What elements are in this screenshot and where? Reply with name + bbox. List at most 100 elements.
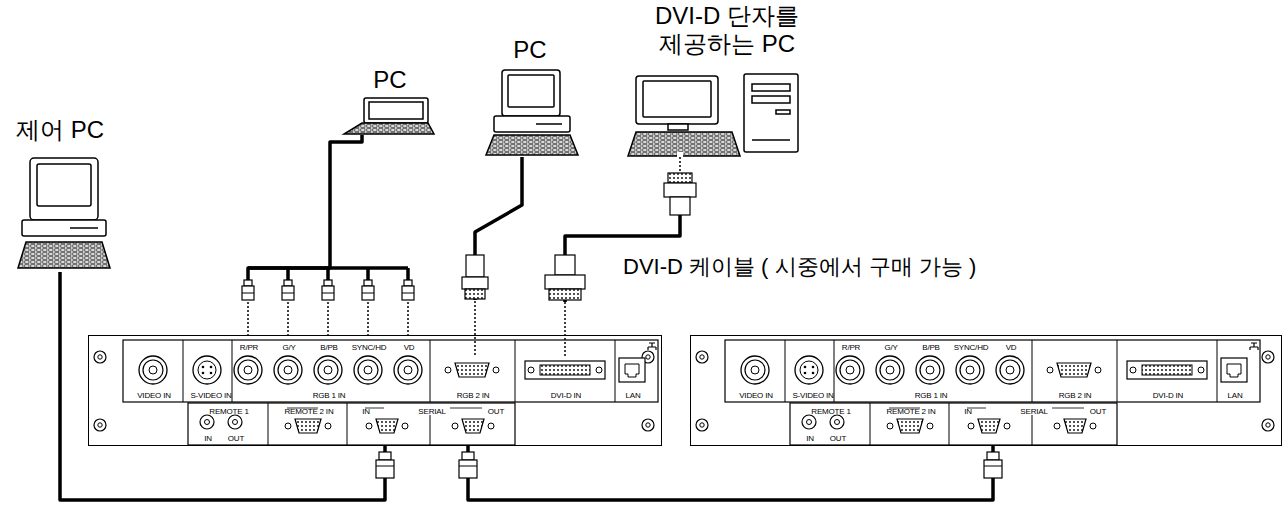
mount-hole: [1266, 355, 1270, 359]
drawing-part: [636, 76, 718, 124]
mount-hole: [1262, 351, 1274, 363]
pin: [812, 366, 815, 369]
dvi-plug: [664, 183, 696, 197]
mount-hole: [696, 351, 708, 363]
cable: [475, 157, 522, 335]
port-label: OUT: [228, 434, 244, 443]
screw: [488, 423, 494, 429]
divider: [430, 415, 431, 445]
divider: [232, 340, 233, 402]
bnc-jack: [836, 356, 864, 384]
bnc-jack: [966, 366, 974, 374]
port-label: RGB 2 IN: [1059, 391, 1092, 400]
mini-jack: [205, 420, 210, 425]
dvi-pc-icon: [628, 74, 798, 156]
bnc-jack: [324, 366, 332, 374]
port-label: RGB 2 IN: [457, 391, 490, 400]
port-label: REMOTE 2 IN: [285, 407, 334, 416]
projector-panel: R/PRG/YB/PBSYNC/HDVDVIDEO INS-VIDEO INRG…: [690, 335, 1282, 446]
dvi-plug: [670, 197, 690, 215]
port-label: REMOTE 1: [209, 407, 248, 416]
drawing-part: [508, 75, 554, 107]
port-label: OUT: [830, 434, 846, 443]
drawing-part: [18, 242, 110, 268]
mini-jack: [835, 420, 840, 425]
port-label: SERIAL: [418, 407, 445, 416]
drawing-part: [37, 164, 91, 206]
port-label: S-VIDEO IN: [190, 391, 231, 400]
serial-plug: [987, 452, 999, 460]
serial-rule: [972, 408, 986, 409]
screw: [445, 367, 451, 373]
pc-label: PC: [338, 66, 442, 94]
serial-plug: [459, 460, 477, 478]
port-label: LAN: [626, 391, 641, 400]
divider: [183, 340, 184, 402]
s-video-jack: [795, 356, 823, 384]
screw: [887, 423, 893, 429]
cable-plugs: [242, 152, 1002, 478]
insertion-line: [247, 302, 249, 338]
port-label: REMOTE 1: [811, 407, 850, 416]
screw: [325, 423, 331, 429]
pin: [202, 366, 205, 369]
mount-hole: [94, 351, 106, 363]
bnc-plug: [282, 286, 294, 300]
computer: PC: [478, 36, 582, 157]
port-label: VIDEO IN: [739, 391, 773, 400]
d-sub-port: [1064, 419, 1086, 433]
bnc-plug: [284, 280, 292, 286]
divider: [430, 340, 431, 402]
bnc-jack: [354, 356, 382, 384]
d-sub-port: [295, 419, 321, 433]
bnc-jack: [846, 366, 854, 374]
serial-plug: [376, 466, 394, 467]
insertion-line: [287, 302, 289, 338]
drawing-part: [752, 96, 790, 103]
divider: [870, 403, 871, 445]
port-label: VD: [1006, 343, 1017, 352]
bnc-jack: [840, 360, 860, 380]
port-label: SYNC/HD: [352, 343, 387, 352]
port-band: [123, 340, 658, 402]
pin: [202, 372, 205, 375]
drawing-part: [502, 70, 560, 116]
mount-hole: [1266, 423, 1270, 427]
screw: [1004, 423, 1010, 429]
screw: [1090, 423, 1096, 429]
serial-rule: [1052, 408, 1084, 409]
port-label: SYNC/HD: [954, 343, 989, 352]
d-sub-port: [376, 419, 398, 433]
port-label: DVI-D IN: [551, 391, 581, 400]
bnc-jack: [139, 356, 167, 384]
port-label: IN: [806, 434, 814, 443]
pin: [812, 372, 815, 375]
divider: [1032, 340, 1033, 402]
s-video-jack: [800, 361, 818, 379]
sub-panel: [188, 403, 515, 445]
mini-jack: [228, 415, 242, 429]
bnc-jack: [920, 360, 940, 380]
bnc-plug: [242, 286, 254, 300]
bnc-jack: [284, 366, 292, 374]
drawing-part: [643, 81, 711, 117]
screw: [927, 423, 933, 429]
serial-plug: [459, 466, 477, 467]
drawing-part: [752, 84, 790, 91]
s-video-jack: [193, 356, 221, 384]
mini-jack: [802, 415, 816, 429]
bnc-jack: [876, 356, 904, 384]
serial-plug: [984, 466, 1002, 467]
bnc-jack: [996, 356, 1024, 384]
bnc-plug: [362, 293, 374, 294]
bnc-plug: [402, 286, 414, 300]
bnc-jack: [926, 366, 934, 374]
screw: [452, 423, 458, 429]
bnc-jack: [394, 356, 422, 384]
insertion-line: [474, 301, 476, 356]
drawing-part: [486, 135, 578, 155]
computer: DVI-D 단자를 제공하는 PC: [632, 2, 822, 158]
lan-port: [619, 358, 645, 382]
